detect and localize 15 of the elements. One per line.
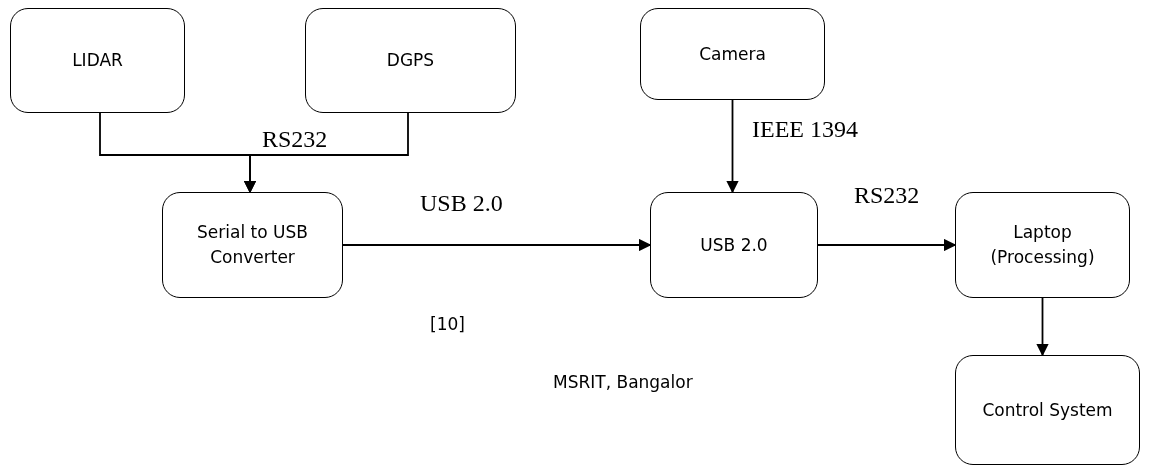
- box-label: DGPS: [386, 49, 435, 73]
- arrow: [817, 238, 957, 252]
- box-label: Camera: [699, 42, 766, 66]
- box-label: LIDAR: [72, 49, 123, 73]
- text-label: [10]: [430, 314, 465, 334]
- box-label: Control System: [982, 398, 1113, 422]
- box-label: USB 2.0: [700, 233, 768, 257]
- box-label: Laptop (Processing): [989, 221, 1096, 269]
- text-label: MSRIT, Bangalor: [553, 372, 693, 392]
- arrow: [243, 112, 409, 194]
- arrow: [1036, 297, 1049, 357]
- text-label: RS232: [262, 126, 328, 153]
- arrow: [342, 238, 652, 252]
- box-label: Serial to USB Converter: [196, 221, 309, 269]
- arrow: [726, 99, 739, 194]
